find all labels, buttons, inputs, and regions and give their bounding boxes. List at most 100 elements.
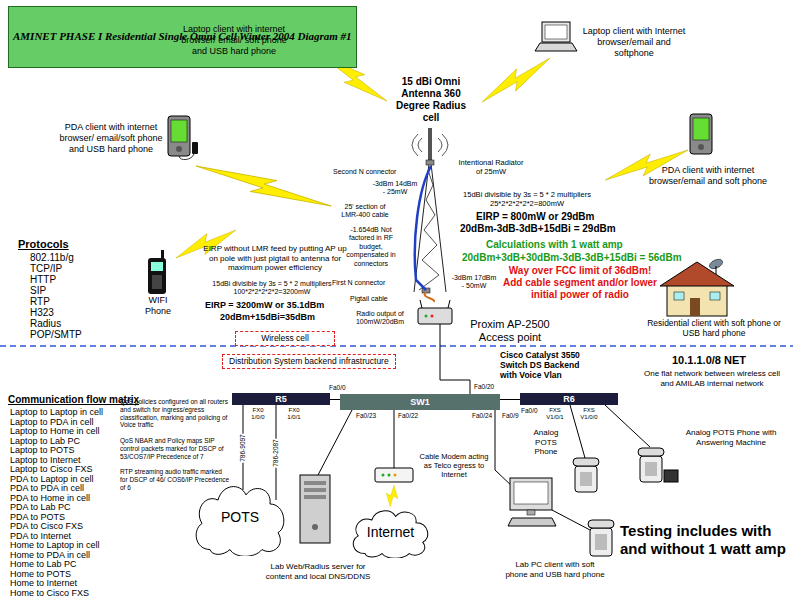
pda-icon [168,116,190,156]
calc-formula: 20dBm+3dB+30dBm-3dB-3dB+15dBi = 56dBm [462,252,682,264]
access-point-icon [425,315,428,318]
house-icon [660,257,734,316]
wire [605,405,650,447]
pc-icon [510,478,552,510]
server-icon [304,488,326,492]
connector-note: First N connector [332,279,385,287]
phone-icon [573,458,599,492]
server-icon [304,481,326,485]
port-label: Fa0/9 [502,412,519,420]
house-icon [667,284,727,316]
answering-phone-icon [645,462,657,476]
wifi-phone-icon [148,258,166,294]
modem-icon [375,468,413,482]
lightning-bolt [384,484,400,508]
server-icon [304,495,326,499]
pda-icon [168,116,198,160]
port-label: FXS V1/0/1 [543,407,567,421]
pda-icon [176,146,182,152]
eirp-formula: 20dBm-3dB-3dB+15dBi = 29dBm [460,223,616,235]
access-point-icon [448,300,450,308]
phone-icon [588,520,614,528]
house-icon [710,292,720,300]
antenna-tower [425,292,435,302]
device-caption: PDA client with internet browser/email a… [646,165,770,187]
server-icon [300,475,330,543]
port-label: FXS V1/0/0 [576,407,602,421]
flow-item: Laptop to Cisco FXS [10,464,93,475]
device-caption: Laptop client with Internet browser/emai… [578,26,690,58]
device-caption: Analog POTS Phone with Answering Machine [676,428,786,447]
phone-icon [588,520,614,556]
protocol-item: TCP/IP [30,263,62,275]
device-caption: Laptop client with internet browser/ ema… [178,24,290,56]
flow-item: Laptop to POTS [10,445,75,456]
boundary-line [0,345,793,347]
list-heading: Communication flow matrix [8,394,139,406]
cloud-outline [353,511,428,558]
flow-item: PDA to POTS [10,512,65,523]
pc-icon [527,510,535,515]
wire [318,410,352,475]
phone-icon [575,466,597,492]
node-text: Internet [367,524,414,540]
wifi-phone-icon [151,262,163,271]
connector-note: Second N connector [333,168,396,176]
wifi-phone-icon [152,275,162,289]
answering-phone-icon [638,448,678,482]
wire [394,410,395,468]
node-text: R5 [275,393,287,405]
test-note: Testing includes with and without 1 watt… [620,522,788,558]
line-number: 786-2087 [272,438,279,467]
house-icon [660,262,734,286]
flow-item: Laptop to Internet [10,455,81,466]
antenna-tower [428,128,432,160]
port-label: FX0 1/0/0 [247,407,269,421]
answering-phone-icon [664,470,678,482]
phone-icon [595,534,607,550]
lightning-bolt [193,157,333,214]
rf-note: Radio output of 100mW/20dBm [345,310,415,327]
protocol-item: H323 [30,307,54,319]
connector-line [500,399,520,400]
rf-note: EIRP without LMR feed by putting AP up o… [198,244,352,273]
rf-note: Intentional Radiator of 25mW [455,158,527,176]
server-icon [312,524,318,530]
protocol-item: 802.11b/g [30,252,74,264]
pc-icon [514,482,548,504]
qos-note: QoS policies configured on all routers a… [120,398,230,429]
eirp-value: EIRP = 800mW or 29dBm [476,211,594,223]
region-box: Wireless cell [235,331,335,346]
wire [440,324,470,394]
router-box: R5 [232,393,330,405]
device-caption: PDA client with internet browser/ email/… [56,122,166,154]
cloud-outline [196,487,284,556]
flow-item: Home to Internet [10,578,77,589]
flow-item: Laptop to Lab PC [10,436,80,447]
access-point-icon [418,300,452,324]
rf-note: -3dBm 17dBm - 50mW [450,274,498,291]
phone-icon [580,472,592,486]
calc-heading: Calculations with 1 watt amp [486,239,623,251]
cloud-shape: Internet [348,505,433,558]
node-text: R6 [563,393,575,405]
antenna-tower [426,160,434,165]
wifi-phone-icon [148,250,166,294]
flow-item: PDA to Laptop in cell [10,474,94,485]
access-point-icon [431,315,434,318]
protocol-item: Radius [30,318,61,330]
laptop-icon [545,25,567,39]
pda-icon [171,120,187,142]
pda-icon [690,114,712,154]
flow-item: Home to PDA in cell [10,550,90,561]
device-caption: WIFI Phone [136,295,180,317]
wire [570,405,585,458]
cable-note: -1.654dB Not factored in RF budget, comp… [340,226,402,268]
port-label: Fa0/24 [472,412,492,420]
modem-icon [394,474,397,477]
node-text: SW1 [410,396,430,408]
device-caption: Lab PC client with soft phone and USB ha… [505,560,605,579]
device-caption: Lab Web/Radius server for content and lo… [262,562,374,581]
qos-note: QoS NBAR and Policy maps SIP control pac… [120,437,230,460]
